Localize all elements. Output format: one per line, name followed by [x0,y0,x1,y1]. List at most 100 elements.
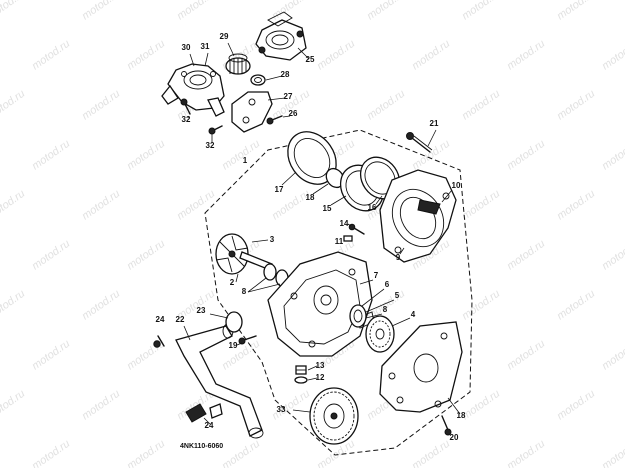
watermark-text: motod.ru [600,338,625,373]
watermark-text: motod.ru [0,288,27,323]
watermark-text: motod.ru [410,138,452,173]
watermark-text: motod.ru [0,388,27,423]
watermark-text: motod.ru [125,438,167,468]
watermark-text: motod.ru [555,88,597,123]
watermark-text: motod.ru [80,288,122,323]
callout-7: 7 [374,271,379,280]
watermark-text: motod.ru [80,0,122,22]
long-bolt [406,132,433,153]
callout-31: 31 [201,42,210,51]
pipe-clamp [185,403,223,423]
watermark-text: motod.ru [80,88,122,123]
bolt-32-upper [180,98,191,115]
callout-20: 20 [450,433,459,442]
watermark-text: motod.ru [505,238,547,273]
callout-13: 13 [316,361,325,370]
watermark-text: motod.ru [0,0,27,22]
callout-24: 24 [205,421,214,430]
watermark-text: motod.ru [30,438,72,468]
bolt-32-lower [208,125,223,135]
bolt-14 [348,223,365,235]
pump-cover [379,169,457,263]
bracket [231,91,273,133]
watermark-text: motod.ru [30,338,72,373]
callout-18: 18 [457,411,466,420]
watermark-text: motod.ru [365,0,407,22]
o-ring [250,74,266,86]
watermark-text: motod.ru [505,38,547,73]
watermark-text: motod.ru [555,388,597,423]
callout-5: 5 [395,291,400,300]
o-ring-23 [225,311,243,333]
callout-11: 11 [335,237,344,246]
callout-10: 10 [452,181,461,190]
watermark-text: motod.ru [30,238,72,273]
assembly-boundary [204,129,473,456]
watermark-text: motod.ru [410,438,452,468]
callout-25: 25 [306,55,315,64]
watermark-text: motod.ru [505,138,547,173]
callout-30: 30 [182,43,191,52]
watermark-text: motod.ru [505,438,547,468]
drive-gear [365,315,395,353]
watermark-text: motod.ru [555,0,597,22]
watermark-text: motod.ru [175,188,217,223]
callout-2: 2 [230,278,235,287]
callout-14: 14 [340,219,349,228]
callout-21: 21 [430,119,439,128]
thermostat-housing [161,63,225,117]
callout-6: 6 [385,280,390,289]
watermark-text: motod.ru [175,0,217,22]
bolt-20 [441,415,452,436]
callout-24: 24 [156,315,165,324]
callout-33: 33 [277,405,286,414]
thermostat [225,53,251,75]
callout-9: 9 [396,253,401,262]
watermark-text: motod.ru [505,338,547,373]
watermark-text: motod.ru [30,138,72,173]
dowel-11 [343,235,353,242]
callout-16: 16 [368,203,377,212]
watermark-text: motod.ru [220,138,262,173]
watermark-text: motod.ru [365,88,407,123]
callout-28: 28 [281,70,290,79]
callout-22: 22 [176,315,185,324]
callout-29: 29 [220,32,229,41]
callout-18: 18 [306,193,315,202]
watermark-text: motod.ru [555,188,597,223]
watermark-text: motod.ru [125,138,167,173]
watermark-text: motod.ru [80,188,122,223]
callout-4: 4 [411,310,416,319]
watermark-text: motod.ru [80,388,122,423]
callout-23: 23 [197,306,206,315]
watermark-text: motod.ru [600,138,625,173]
bearing [349,304,367,328]
watermark-text: motod.ru [315,38,357,73]
watermark-text: motod.ru [410,38,452,73]
watermark-text: motod.ru [460,88,502,123]
watermark-text: motod.ru [270,0,312,22]
callout-17: 17 [275,185,284,194]
watermark-text: motod.ru [600,238,625,273]
watermark-text: motod.ru [460,0,502,22]
watermark-text: motod.ru [0,88,27,123]
thermostat-cover [255,11,307,61]
drain-plug [294,365,308,384]
callout-8: 8 [242,287,247,296]
impeller [215,233,273,275]
watermark-text: motod.ru [600,38,625,73]
watermark-text: motod.ru [600,438,625,468]
watermark-text: motod.ru [555,288,597,323]
watermark-text: motod.ru [460,388,502,423]
pump-housing [267,251,375,357]
gasket [287,131,337,185]
bolt-24-upper [153,335,165,348]
callout-12: 12 [316,373,325,382]
callout-19: 19 [229,341,238,350]
callout-15: 15 [323,204,332,213]
bolt-26 [266,115,283,125]
watermark-text: motod.ru [30,38,72,73]
diagram-code: 4NK110-6060 [180,443,223,450]
